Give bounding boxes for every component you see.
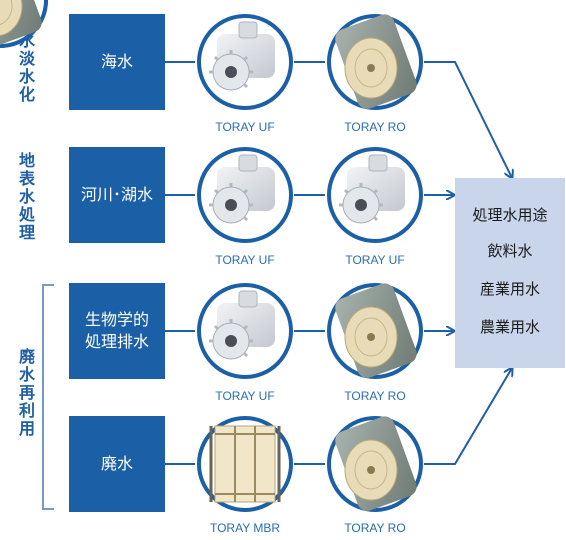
connectors-row1 (165, 61, 512, 178)
source-label: 海水 (100, 52, 133, 71)
source-box-bio-treated: 生物学的 処理排水 (69, 283, 165, 379)
output-heading: 処理水用途 (472, 206, 548, 224)
uf-module-icon (197, 283, 293, 379)
output-item: 農業用水 (479, 318, 540, 336)
output-item: 産業用水 (479, 280, 540, 298)
source-label: 生物学的 処理排水 (84, 310, 149, 351)
uf-module-icon (197, 147, 293, 243)
caption-row2-first: TORAY UF (215, 253, 275, 267)
ro-module-icon (327, 278, 423, 383)
caption-row2-second: TORAY UF (345, 253, 405, 267)
source-box-river-lake: 河川･湖水 (69, 147, 165, 243)
uf-module-icon (327, 147, 423, 243)
group-label-wastewater-reuse: 廃水再利用 (18, 347, 35, 438)
bracket-wastewater (42, 284, 54, 510)
source-box-seawater: 海水 (69, 14, 165, 110)
ro-module-icon (327, 411, 423, 516)
caption-row4-second: TORAY RO (344, 521, 406, 535)
connectors-row4 (165, 368, 512, 465)
ro-module-icon (327, 9, 423, 114)
caption-row1-second: TORAY RO (344, 120, 406, 134)
caption-row3-second: TORAY RO (344, 389, 406, 403)
caption-row4-first: TORAY MBR (209, 521, 280, 535)
source-label: 河川･湖水 (80, 185, 153, 204)
output-item: 飲料水 (487, 242, 533, 260)
mbr-module-icon (197, 416, 293, 512)
source-box-wastewater: 廃水 (69, 416, 165, 512)
source-label: 廃水 (100, 454, 133, 473)
output-uses-box: 処理水用途 飲料水 産業用水 農業用水 (455, 178, 565, 368)
uf-module-icon (197, 14, 293, 110)
group-label-surface-water: 地表水処理 (18, 151, 35, 242)
caption-row1-first: TORAY UF (215, 120, 275, 134)
caption-row3-first: TORAY UF (215, 389, 275, 403)
